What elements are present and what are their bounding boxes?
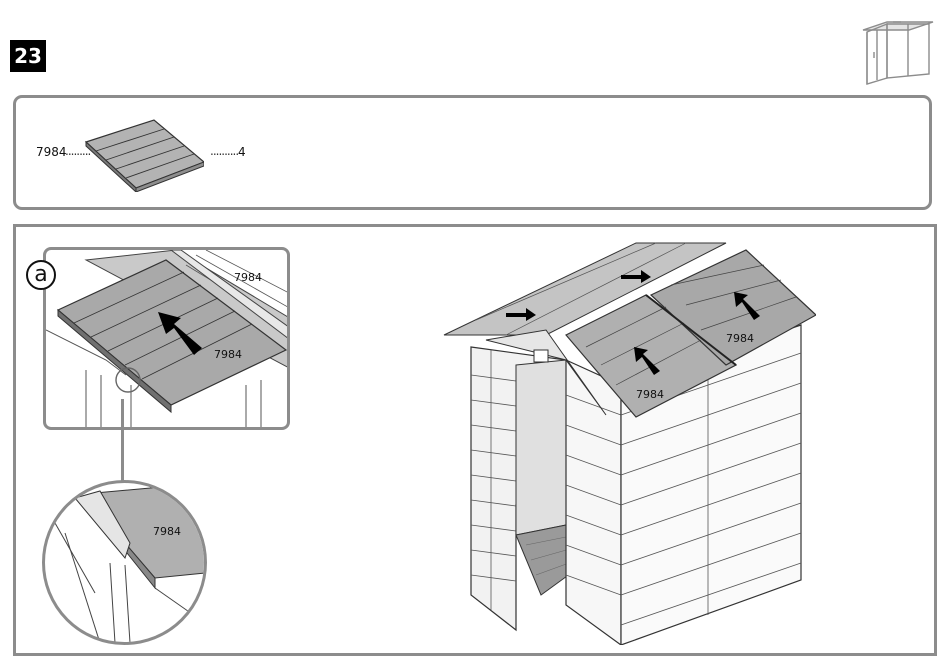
part-number: 7984	[36, 145, 67, 159]
detail-view-a: 7984 7984	[43, 247, 290, 430]
roof-panel-part-illustration	[84, 112, 204, 192]
assembly-panel: a	[13, 224, 937, 656]
step-number-badge: 23	[10, 40, 46, 72]
detail-label-back-panel: 7984	[234, 271, 262, 284]
part-quantity: 4	[238, 145, 246, 159]
main-label-left-panel: 7984	[636, 388, 664, 401]
detail-marker-a: a	[26, 260, 56, 290]
zoom-edge-illustration: 7984	[45, 483, 205, 643]
shed-assembly-illustration: 7984 7984	[436, 235, 816, 645]
quantity-leader-dots: ..........	[210, 144, 238, 158]
parts-panel: 7984 ......... .......... 4	[13, 95, 932, 210]
detail-roof-illustration: 7984 7984	[46, 250, 290, 430]
shed-thumbnail-icon	[857, 16, 937, 88]
zoom-label: 7984	[153, 525, 181, 538]
main-label-right-panel: 7984	[726, 332, 754, 345]
zoom-detail-circle: 7984	[42, 480, 207, 645]
detail-label-front-panel: 7984	[214, 348, 242, 361]
